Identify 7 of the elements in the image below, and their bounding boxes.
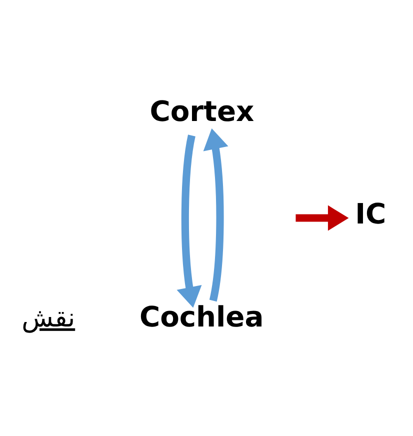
label: نقش — [22, 303, 76, 334]
arrow — [176, 134, 202, 308]
arrow — [296, 205, 349, 231]
arrow — [203, 128, 228, 302]
node-text: Cortex — [150, 95, 254, 128]
node-text: IC — [355, 198, 386, 231]
node-text: Cochlea — [139, 300, 264, 334]
